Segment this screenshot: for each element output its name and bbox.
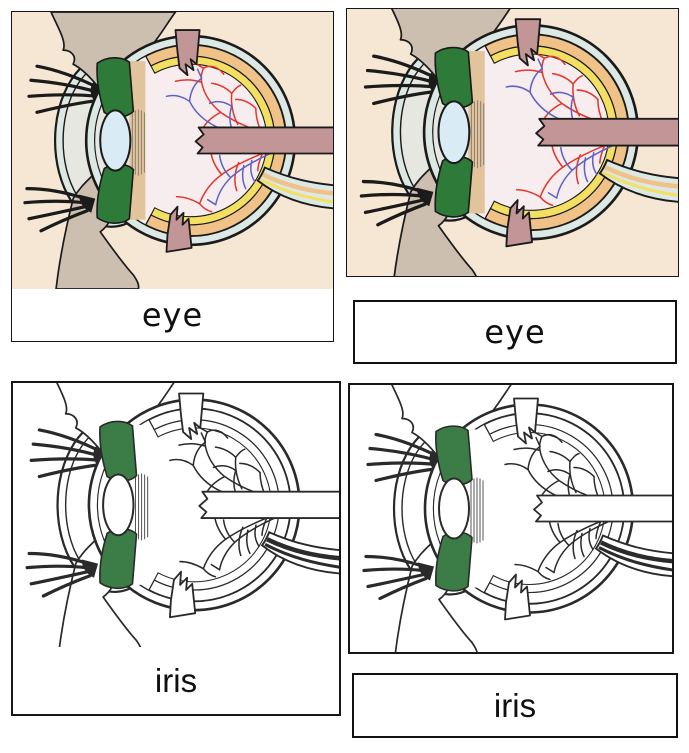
- card-caption: iris: [13, 647, 339, 714]
- eye-diagram-color: [12, 12, 333, 289]
- card-label-text: iris: [154, 661, 198, 699]
- card-label-text: iris: [493, 686, 537, 724]
- iris-picture-card-with-label: iris: [11, 381, 341, 716]
- card-label-text: eye: [141, 296, 204, 334]
- card-label-text: eye: [484, 313, 546, 351]
- eye-label-card: eye: [353, 300, 677, 364]
- iris-diagram-bw: [350, 385, 672, 652]
- eye-picture-card: [346, 8, 679, 277]
- eye-diagram-color: [347, 9, 678, 276]
- iris-picture-card: [348, 383, 674, 654]
- iris-diagram-bw: [13, 383, 339, 647]
- card-caption: eye: [12, 289, 333, 341]
- eye-picture-card-with-label: eye: [11, 11, 334, 342]
- iris-label-card: iris: [352, 673, 678, 738]
